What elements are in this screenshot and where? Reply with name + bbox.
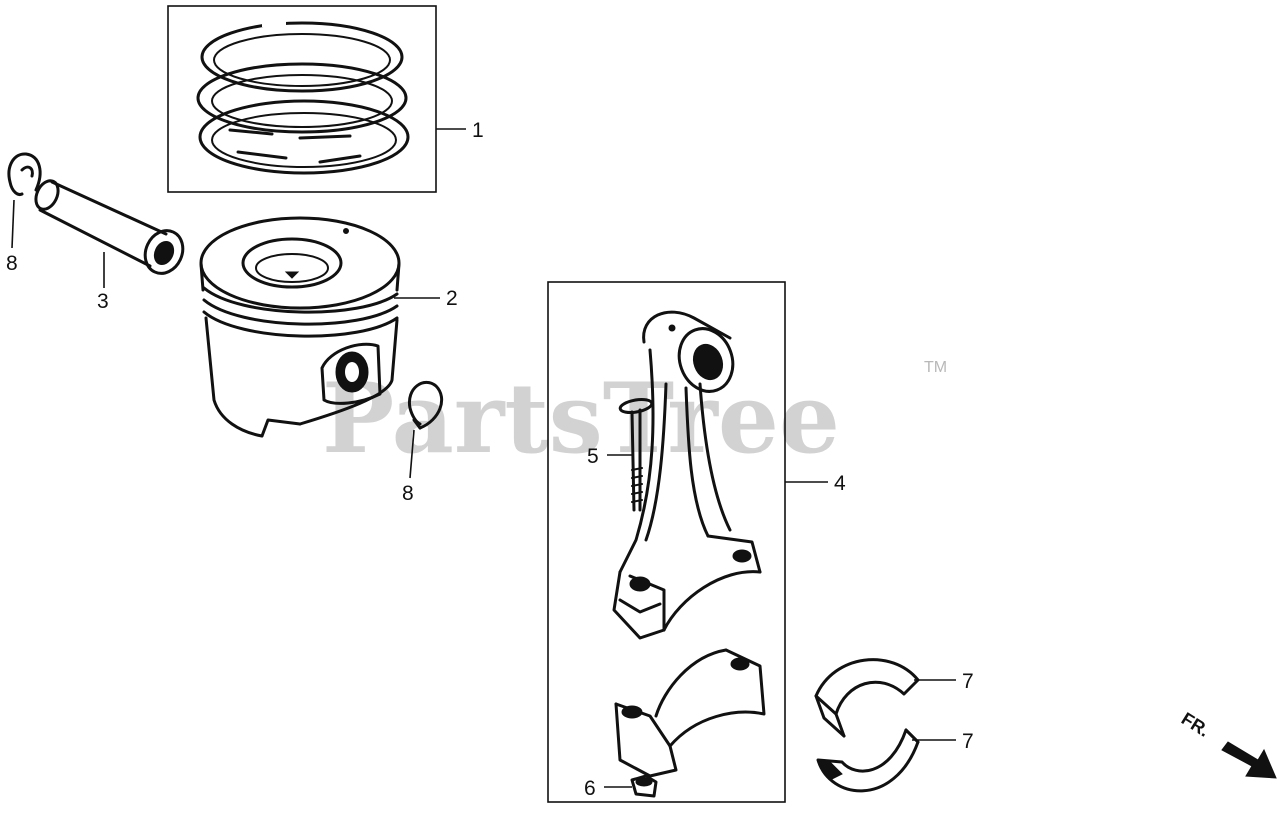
watermark-trademark: TM [924,359,947,376]
piston-pin[interactable] [32,177,190,279]
connecting-rod-bolt[interactable] [618,397,654,512]
connecting-rod-box [547,281,786,803]
callout-1: 1 [472,119,484,142]
front-arrow-icon [1221,741,1277,779]
callout-6: 6 [584,777,596,800]
callout-4: 4 [834,472,846,495]
connecting-rod[interactable] [612,310,762,640]
piston-pin-clip-left[interactable] [7,152,42,196]
callout-8-right: 8 [402,482,414,505]
callout-2: 2 [446,287,458,310]
connecting-rod-nut[interactable] [630,774,658,798]
callout-8-left: 8 [6,252,18,275]
watermark-text: PartsTree [322,362,840,475]
callout-7-upper: 7 [962,670,974,693]
callout-5: 5 [587,445,599,468]
connecting-rod-bearing-lower[interactable] [816,728,920,793]
connecting-rod-bearing-upper[interactable] [814,658,920,738]
front-direction-indicator: FR. [1178,708,1277,779]
callout-7-lower: 7 [962,730,974,753]
piston-pin-clip-right[interactable] [407,380,443,430]
connecting-rod-cap[interactable] [614,648,766,778]
piston-ring-box [167,5,437,193]
piston-ring-set[interactable] [167,5,437,193]
piston[interactable] [199,216,401,438]
front-direction-label: FR. [1178,708,1213,740]
callout-3: 3 [97,290,109,313]
